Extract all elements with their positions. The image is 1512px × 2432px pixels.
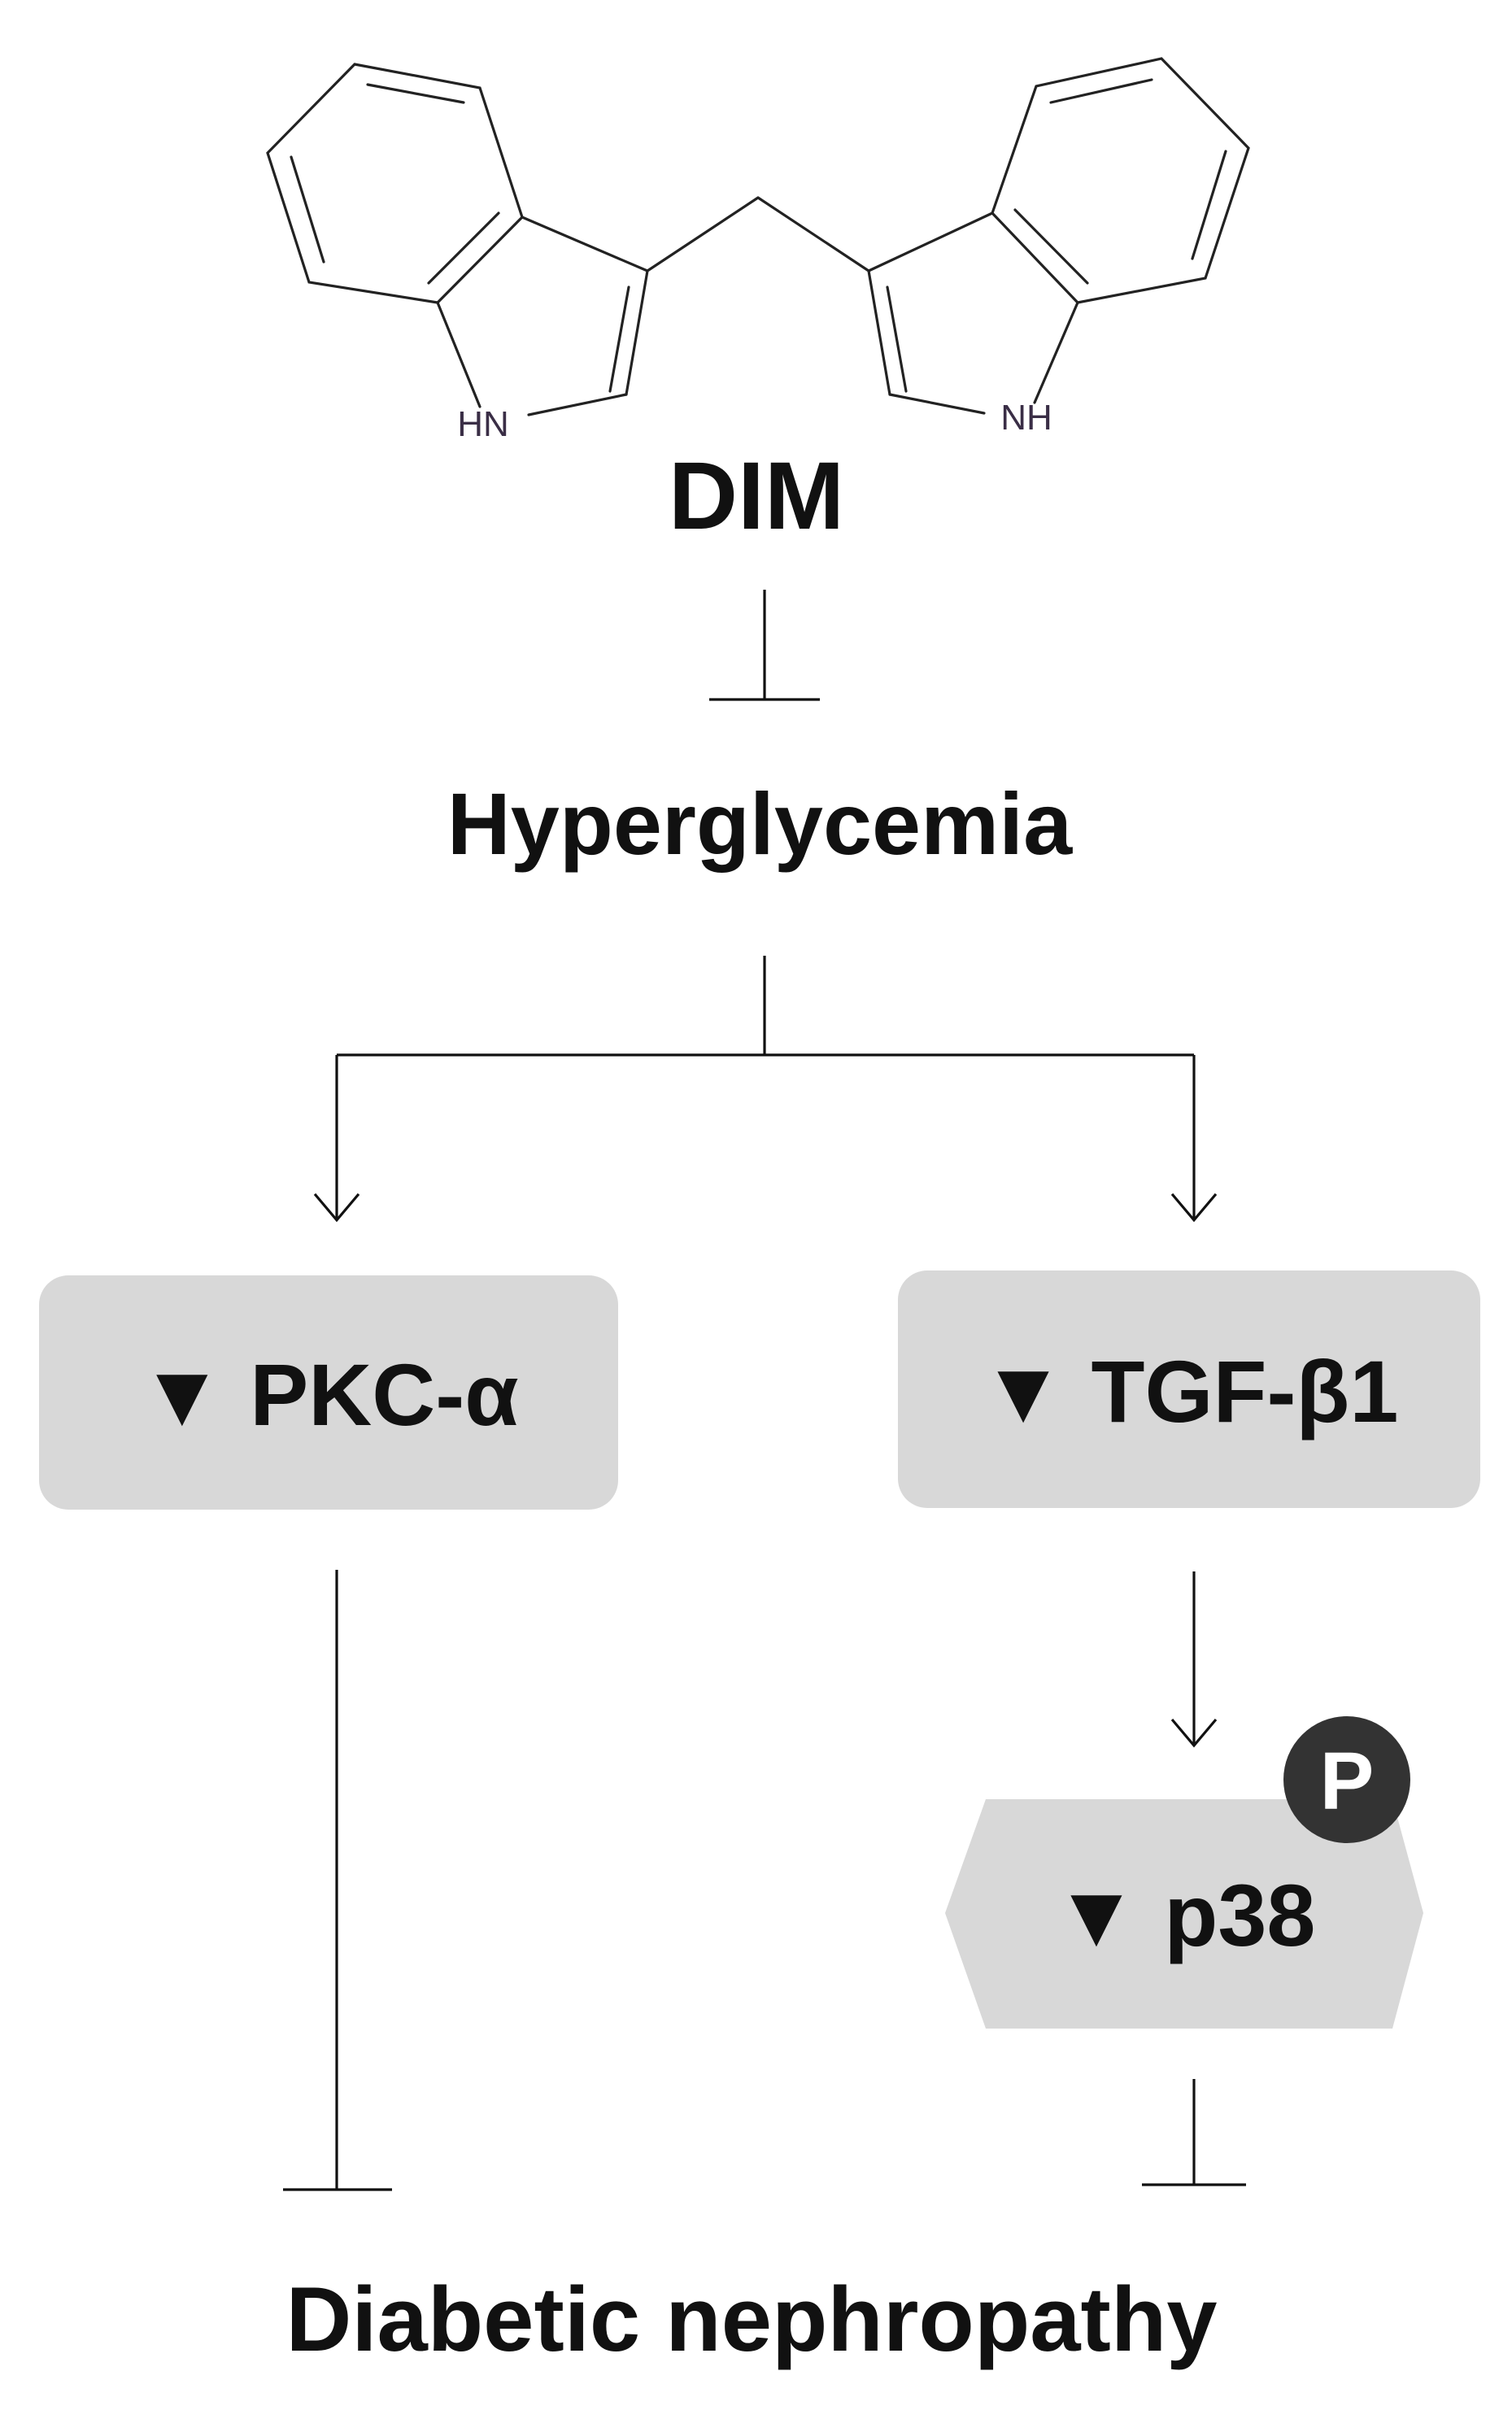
left-pyrrole-ring [436,216,649,416]
arrow-to-pkc [313,1192,360,1223]
tgf-beta1-label: ▼ TGF-β1 [980,1342,1399,1440]
p38-inhibits-nephropathy [1142,2079,1246,2186]
arrow-to-tgf [1170,1192,1218,1223]
phospho-badge-label: P [1320,1736,1375,1827]
pkc-alpha-node: ▼ PKC-α [39,1275,618,1510]
right-nh-label: NH [1000,398,1052,438]
methylene-bridge [646,196,870,272]
right-pyrrole-ring [867,211,1079,415]
left-benzene-ring [266,63,524,304]
phospho-badge: P [1283,1716,1410,1843]
hyperglycemia-label: Hyperglycemia [447,774,1073,873]
dim-label: DIM [669,442,844,550]
dim-inhibits-hyperglycemia [709,590,820,701]
pkc-alpha-label: ▼ PKC-α [138,1345,518,1444]
diabetic-nephropathy-label: Diabetic nephropathy [285,2269,1217,2370]
left-nh-label: HN [457,404,509,444]
tgf-activates-p38 [1170,1571,1218,1748]
dim-structure: HN NH [266,57,1250,444]
tgf-beta1-node: ▼ TGF-β1 [898,1270,1480,1508]
p38-label: ▼ p38 [1053,1866,1316,1964]
hyperglycemia-branch [335,956,1196,1220]
pkc-inhibits-nephropathy [283,1570,392,2191]
p38-node: ▼ p38 [945,1799,1423,2029]
right-benzene-ring [991,57,1250,304]
